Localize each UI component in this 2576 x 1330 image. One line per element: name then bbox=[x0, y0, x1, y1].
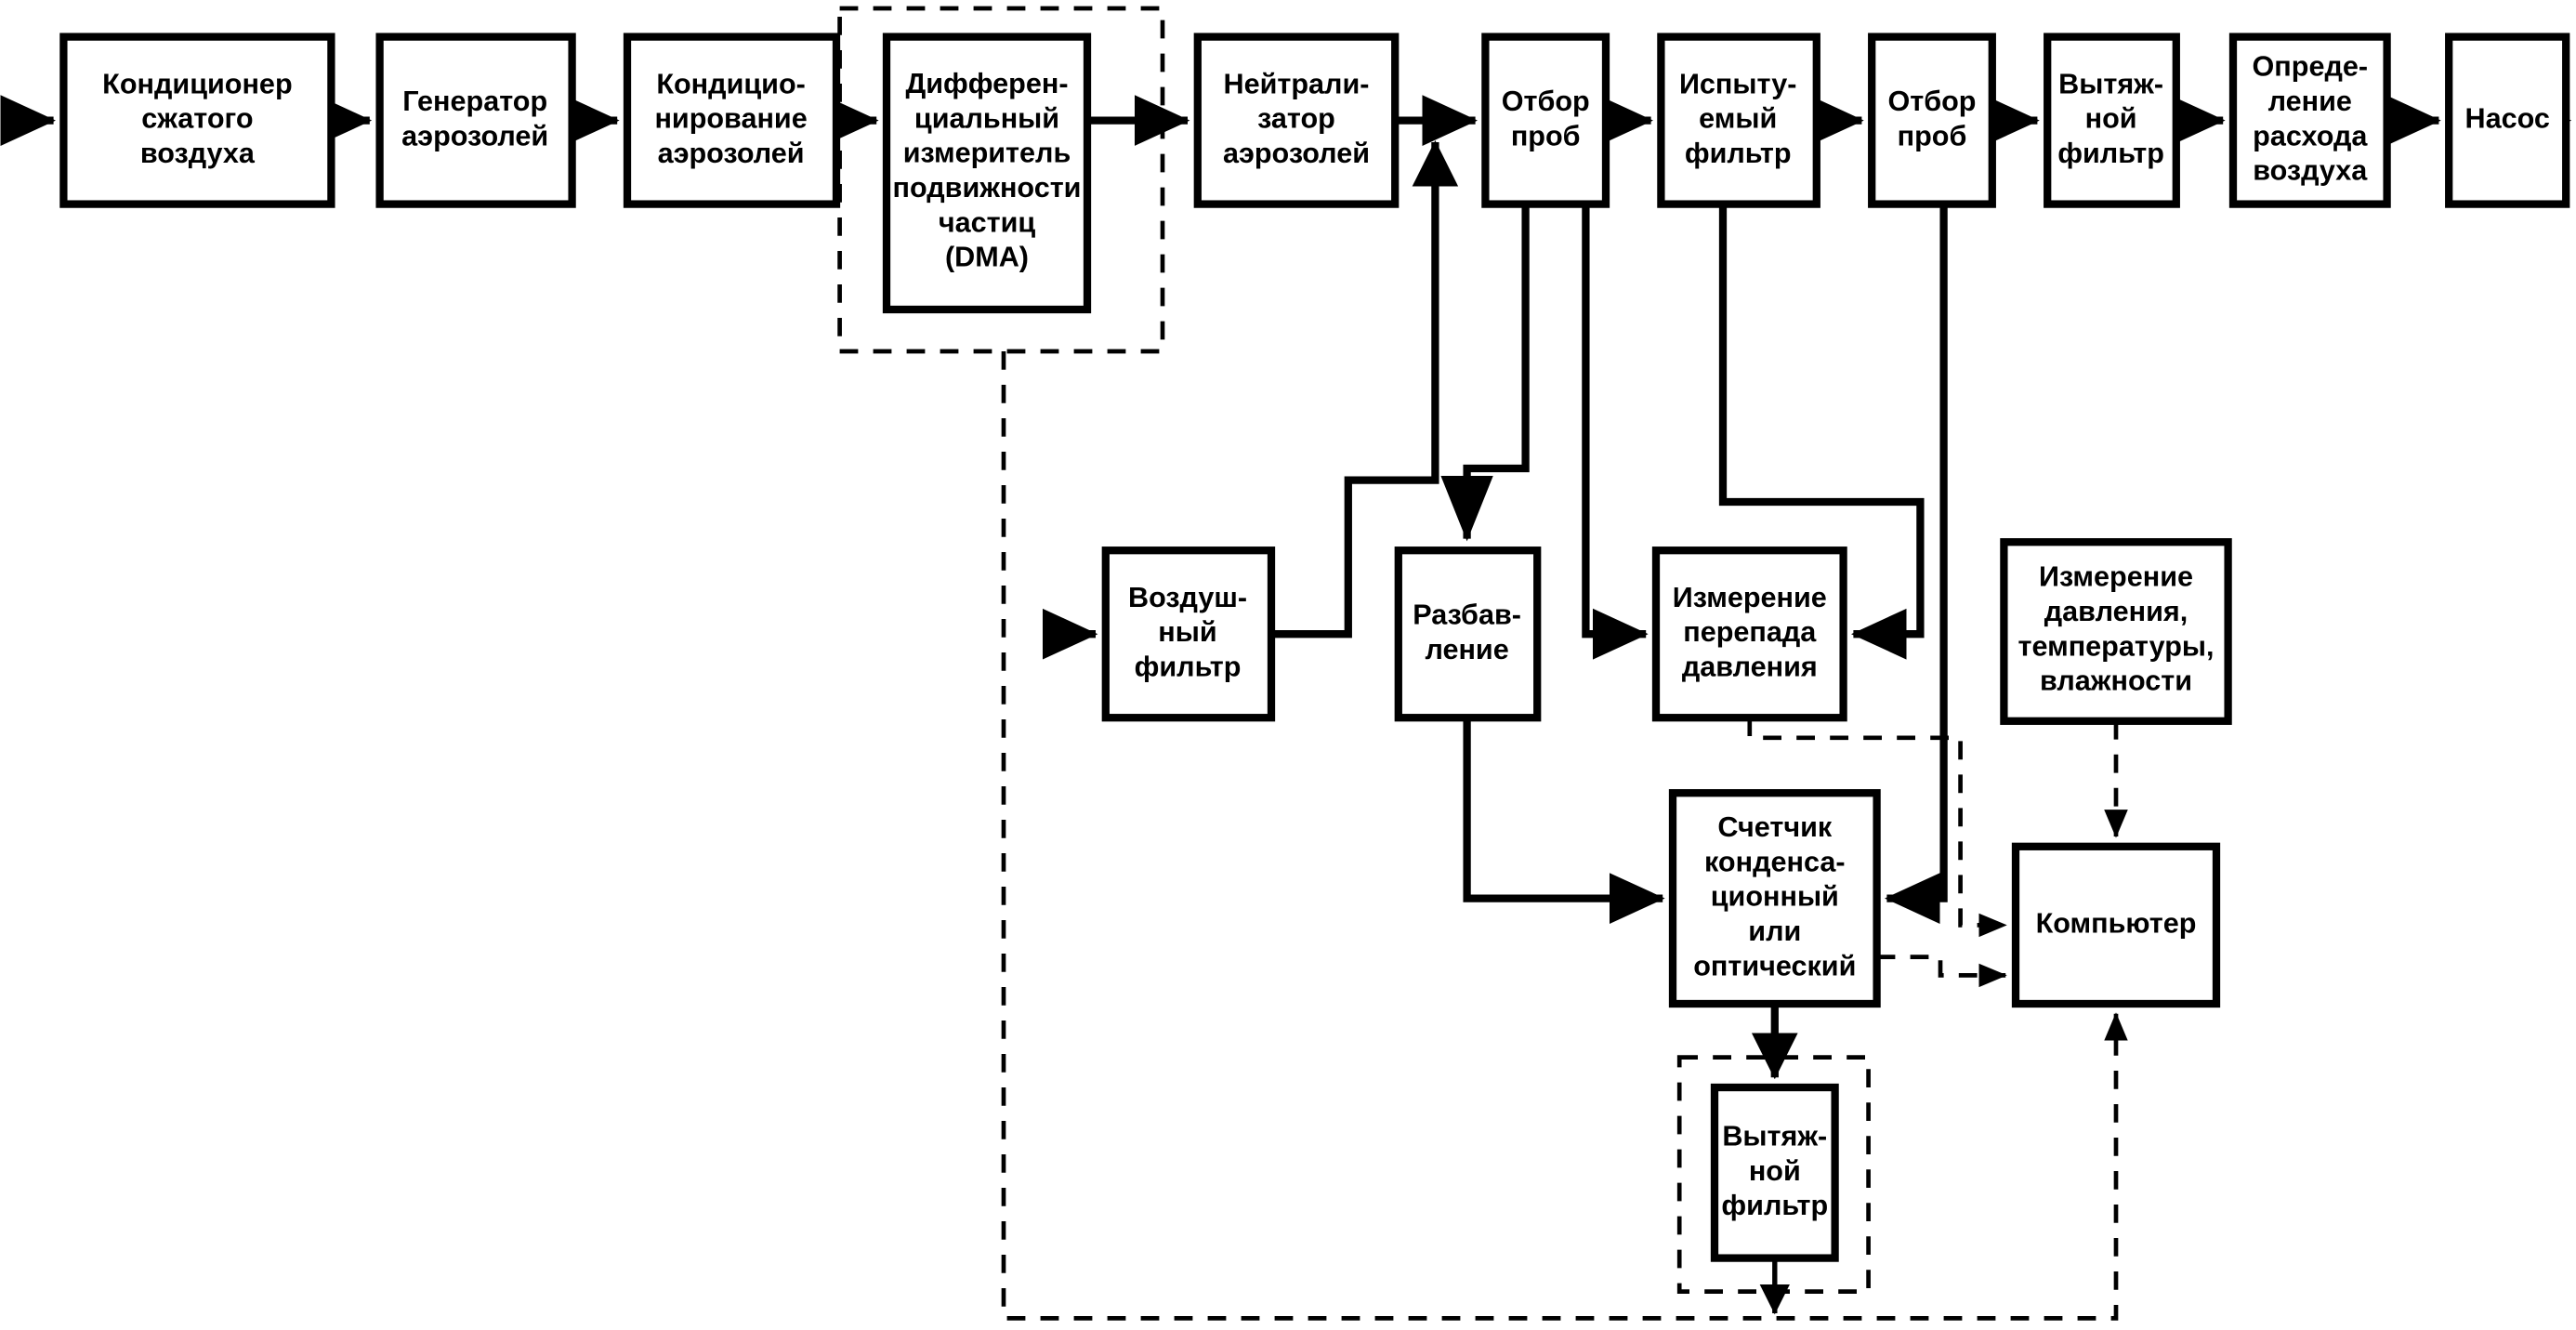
block-test-filter[interactable] bbox=[1657, 33, 1820, 208]
label-dilution: Разбав-ление bbox=[1413, 599, 1521, 665]
block-particle-counter[interactable] bbox=[1668, 789, 1881, 1008]
block-ptrh-measurement[interactable] bbox=[2000, 538, 2232, 725]
block-exhaust-filter-bottom[interactable] bbox=[1710, 1083, 1839, 1262]
edge-sampling2-to-counter bbox=[1885, 204, 1948, 925]
block-aerosol-neutralizer[interactable] bbox=[1193, 33, 1400, 208]
edge-counter-to-computer bbox=[1876, 955, 2007, 988]
block-airflow-measurement[interactable] bbox=[2228, 33, 2391, 208]
block-pressure-drop[interactable] bbox=[1651, 546, 1847, 722]
block-air-conditioner[interactable] bbox=[59, 33, 335, 208]
block-aerosol-generator[interactable] bbox=[375, 33, 576, 208]
block-exhaust-filter-main[interactable] bbox=[2044, 33, 2180, 208]
block-pump[interactable] bbox=[2445, 33, 2570, 208]
edge-sampling2-to-pressuredrop bbox=[1718, 204, 1925, 660]
edge-dilution-to-counter bbox=[1463, 718, 1665, 925]
edge-sampling1-to-dilution bbox=[1440, 204, 1530, 542]
label-computer: Компьютер bbox=[2036, 907, 2197, 939]
block-sampling-2[interactable] bbox=[1868, 33, 1996, 208]
block-computer[interactable] bbox=[2011, 842, 2221, 1008]
block-air-filter[interactable] bbox=[1101, 546, 1276, 722]
edge-dma-return-loop-to-computer bbox=[1001, 351, 2128, 1321]
block-dma[interactable] bbox=[882, 33, 1092, 314]
edge-sampling1-to-pressuredrop bbox=[1582, 204, 1649, 660]
block-aerosol-conditioning[interactable] bbox=[623, 33, 841, 208]
edge-airfilter-to-mainline bbox=[1271, 140, 1459, 639]
edge-pressuredrop-to-computer bbox=[1747, 718, 2007, 938]
block-sampling-1[interactable] bbox=[1481, 33, 1610, 208]
label-pump: Насос bbox=[2465, 103, 2550, 135]
block-dilution[interactable] bbox=[1394, 546, 1542, 722]
